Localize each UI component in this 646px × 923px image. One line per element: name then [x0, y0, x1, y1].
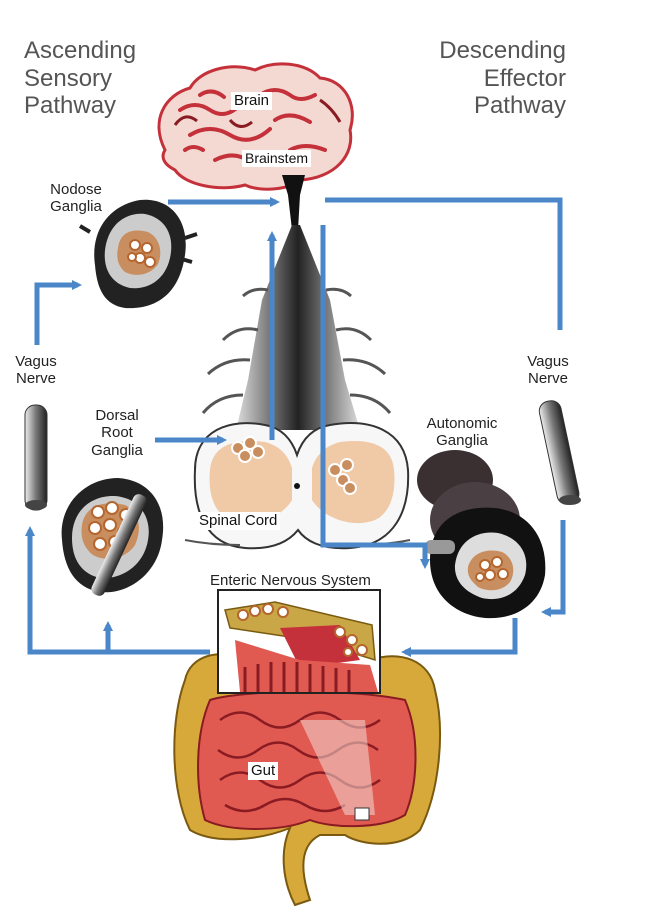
spinal-cord-label: Spinal Cord	[196, 512, 281, 530]
label-line: Autonomic	[426, 415, 498, 432]
heading-line: Pathway	[24, 92, 117, 120]
vagus-nerve-left-label: Vagus Nerve	[6, 353, 66, 388]
arrow-vagus-right-down	[541, 520, 566, 617]
pathway-arrows	[25, 197, 566, 657]
gut-label: Gut	[248, 762, 279, 780]
spinal-cord-icon	[184, 225, 411, 550]
vagus-nerve-icon	[24, 404, 48, 511]
label-line: Root	[101, 424, 133, 442]
vagus-nerve-right-label: Vagus Nerve	[518, 353, 578, 388]
heading-line: Effector	[483, 64, 566, 92]
heading-line: Pathway	[473, 92, 566, 120]
vagus-nerve-icon	[538, 400, 581, 505]
ens-label: Enteric Nervous System	[210, 572, 371, 589]
label-line: Dorsal	[95, 407, 139, 424]
arrow-gut-to-vagus	[25, 526, 210, 655]
autonomic-label: Autonomic Ganglia	[417, 415, 507, 450]
brain-label: Brain	[231, 92, 273, 110]
arrow-vagus-to-nodose	[34, 280, 82, 345]
arrow-brainstem-to-vagus-right	[325, 197, 563, 330]
arrow-autonomic-to-gut	[401, 618, 518, 657]
brainstem-label: Brainstem	[242, 150, 312, 167]
nodose-label: Nodose Ganglia	[36, 181, 116, 216]
enteric-nervous-system-icon	[217, 589, 381, 694]
nodose-ganglion-icon	[78, 199, 198, 309]
autonomic-ganglion-icon	[417, 450, 546, 619]
heading-line: Ascending	[24, 37, 137, 64]
label-line: Ganglia	[91, 441, 143, 459]
label-line: Vagus	[15, 353, 57, 370]
drg-label: Dorsal Root Ganglia	[82, 407, 152, 459]
label-line: Vagus	[527, 353, 569, 370]
heading-line: Descending	[439, 37, 566, 64]
label-line: Ganglia	[436, 432, 488, 450]
dorsal-root-ganglion-icon	[61, 478, 164, 596]
label-line: Ganglia	[50, 198, 102, 216]
label-line: Nerve	[15, 370, 56, 388]
brain-icon	[157, 62, 354, 191]
ascending-heading: Ascending Sensory Pathway	[24, 37, 136, 120]
heading-line: Sensory	[24, 64, 113, 92]
label-line: Nerve	[527, 370, 568, 388]
descending-heading: Descending Effector Pathway	[420, 37, 566, 120]
brainstem-icon	[282, 175, 305, 230]
label-line: Nodose	[50, 181, 102, 198]
gut-icon	[173, 650, 441, 907]
arrow-brainstem-descending	[320, 225, 430, 569]
